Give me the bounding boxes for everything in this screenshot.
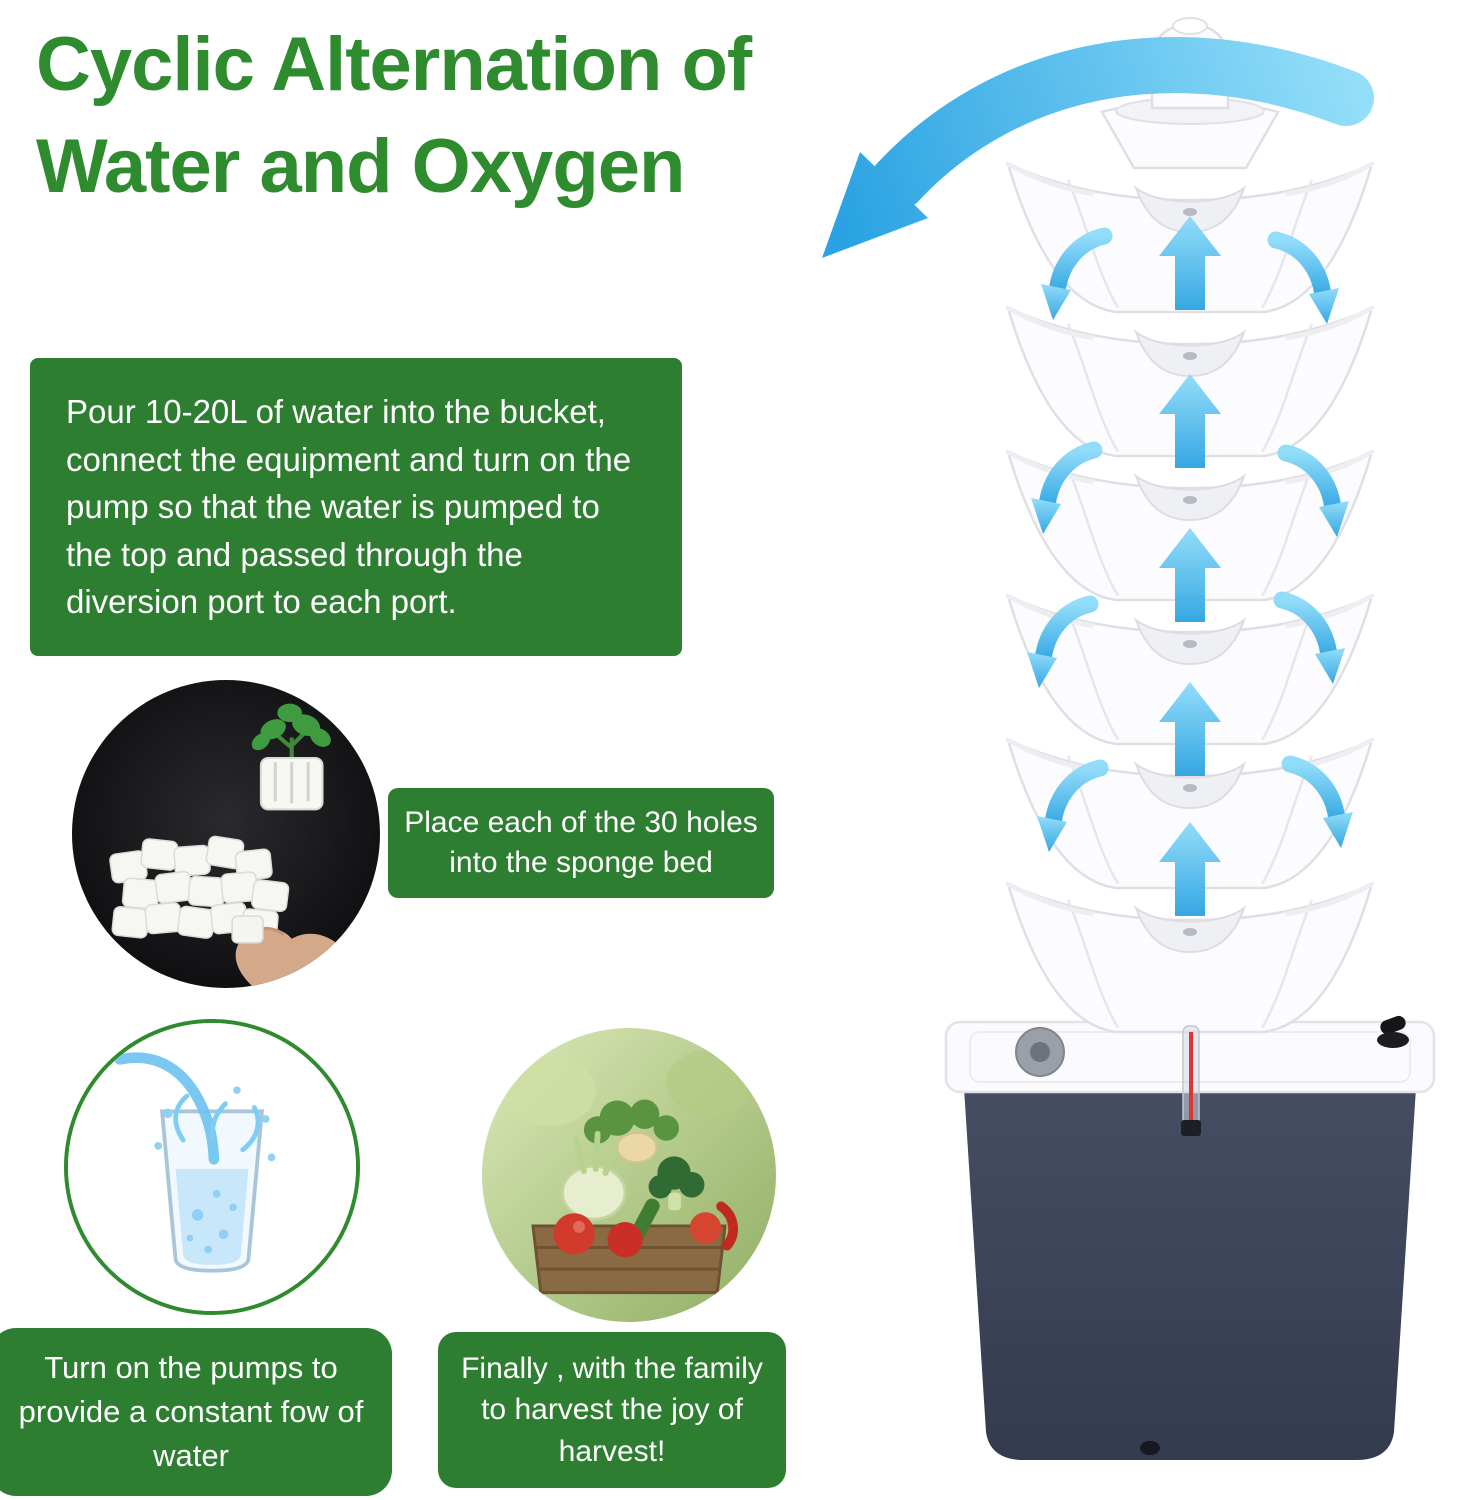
harvest-callout-text: Finally , with the family to harvest the… (461, 1352, 763, 1468)
intro-text: Pour 10-20L of water into the bucket, co… (66, 393, 632, 621)
harvest-callout: Finally , with the family to harvest the… (438, 1332, 786, 1489)
vegetables-illustration (482, 1028, 776, 1322)
pump-switch (1377, 1015, 1409, 1048)
sponge-callout-text: Place each of the 30 holes into the spon… (404, 806, 758, 879)
sponge-callout: Place each of the 30 holes into the spon… (388, 788, 774, 898)
intro-callout: Pour 10-20L of water into the bucket, co… (30, 358, 682, 656)
seedling-net-pot (251, 703, 331, 811)
lid-access-port (1015, 1027, 1065, 1077)
water-level-gauge (1181, 1025, 1201, 1136)
vegetables-group (553, 1099, 738, 1258)
vegetables-photo (482, 1028, 776, 1322)
pouring-water-illustration (68, 1023, 356, 1311)
water-photo (64, 1019, 360, 1315)
water-return-arrow-icon (822, 37, 1374, 258)
page-title-line1: Cyclic Alternation of (36, 22, 752, 107)
water-stream-splash (114, 1052, 276, 1165)
pump-callout: Turn on the pumps to provide a constant … (0, 1328, 392, 1497)
pump-callout-text: Turn on the pumps to provide a constant … (18, 1350, 364, 1474)
sponge-cube-pile (109, 835, 290, 941)
page-title: Cyclic Alternation of Water and Oxygen (36, 14, 752, 218)
page-title-line2: Water and Oxygen (36, 123, 685, 209)
sponge-cubes-illustration (72, 680, 380, 988)
glass-of-water (159, 1109, 265, 1273)
reservoir-bucket (964, 1088, 1416, 1460)
sponge-photo (72, 680, 380, 988)
